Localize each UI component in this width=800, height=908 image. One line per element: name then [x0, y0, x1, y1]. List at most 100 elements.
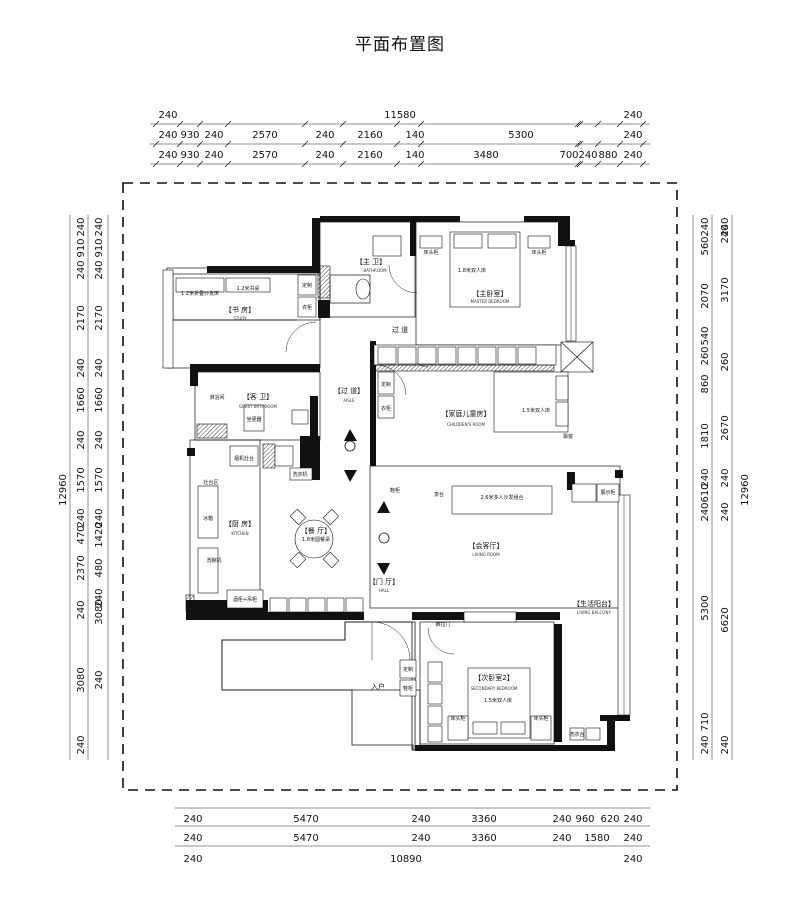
dim-right-inner-8: 610 [700, 483, 711, 502]
label-bedside-master-l: 床头柜 [423, 249, 438, 256]
dim-bottom-row2-3: 3360 [471, 833, 496, 844]
room-guest-bath: 【客 卫】 [243, 392, 273, 401]
corridor-cabinet [497, 346, 517, 365]
corridor-cabinet [437, 346, 457, 365]
dim-top-row1-5: 2160 [357, 130, 382, 141]
dim-left-outer-9: 470 [76, 525, 87, 544]
label-sliding: 推拉门 [435, 621, 450, 628]
dim-right-inner-7: 240 [700, 468, 711, 487]
dim-bottom-corner-right: 240 [623, 854, 642, 865]
dim-bottom-row1-4: 240 [552, 814, 571, 825]
dim-top-row2-3: 2570 [252, 150, 277, 161]
furniture [175, 231, 620, 743]
dim-right-inner-10: 5300 [700, 595, 711, 620]
dim-right-inner-2: 2070 [700, 283, 711, 308]
dim-top-row2-0: 240 [158, 150, 177, 161]
dim-top-row1-8: 240 [623, 130, 642, 141]
dim-left-inner-7: 1570 [94, 467, 105, 492]
dim-bottom-row1-3: 3360 [471, 814, 496, 825]
dim-right-outer-7: 6620 [720, 607, 731, 632]
hall-cabinet [307, 597, 326, 613]
label-sofa: 2.6米多人沙发组合 [481, 494, 524, 501]
room-study: 【书 房】 [225, 305, 255, 314]
dim-left-inner-11: 240 [94, 588, 105, 607]
dim-left-outer-7: 1570 [76, 467, 87, 492]
room-secondary-en: SECONDARY BEDROOM [471, 686, 518, 691]
hall-cabinet [326, 597, 345, 613]
dim-left-outer-5: 1660 [76, 387, 87, 412]
label-tea: 茶台 [434, 491, 444, 498]
dim-left-inner-2: 240 [94, 260, 105, 279]
label-bedside-sec-r: 床头柜 [533, 715, 548, 722]
room-corridor-en: AISLE [343, 398, 355, 403]
dim-bottom-row2-0: 240 [183, 833, 202, 844]
dim-right-inner-1: 560 [700, 236, 711, 255]
label-washer: 洗衣机 [292, 471, 307, 478]
room-study-en: STUDY [233, 316, 247, 321]
dim-left-outer-11: 240 [76, 600, 87, 619]
dim-bottom-row2-5: 1580 [584, 833, 609, 844]
room-kitchen: 【厨 房】 [225, 519, 255, 528]
dim-top-row2-2: 240 [204, 150, 223, 161]
person-icons [344, 440, 390, 544]
label-stove: 灶台区 [203, 479, 218, 486]
dim-bottom-row1-5: 960 [575, 814, 594, 825]
dim-right-outer-2: 3170 [720, 277, 731, 302]
dim-top-corner-left: 240 [158, 110, 177, 121]
dim-top-corner-right: 240 [623, 110, 642, 121]
dining-table [294, 519, 334, 559]
corridor-cabinet [517, 346, 537, 365]
dim-left-outer-12: 3080 [76, 667, 87, 692]
dim-left-total: 12960 [58, 474, 69, 506]
dim-right-outer-0: 240 [720, 217, 731, 236]
dim-bottom-row1-1: 5470 [293, 814, 318, 825]
dim-top-row2-10: 880 [598, 150, 617, 161]
dim-right-inner-9: 240 [700, 502, 711, 521]
corridor-cabinet [457, 346, 477, 365]
dim-top-row1-3: 2570 [252, 130, 277, 141]
dim-right-outer-8: 240 [720, 735, 731, 754]
room-children: 【家庭儿童房】 [442, 409, 491, 418]
room-children-en: CHILDREN'S ROOM [447, 422, 486, 427]
label-shoe: 鞋柜 [390, 487, 400, 494]
dim-right-outer-5: 240 [720, 468, 731, 487]
room-hall-en: HALL [379, 588, 390, 593]
dim-right-inner-6: 1810 [700, 423, 711, 448]
dim-left-outer-0: 240 [76, 217, 87, 236]
dim-bottom-row2-2: 240 [411, 833, 430, 844]
dim-top-row2-11: 240 [623, 150, 642, 161]
dim-top-row1-0: 240 [158, 130, 177, 141]
walls [162, 216, 631, 751]
dim-bottom-row1-2: 240 [411, 814, 430, 825]
dim-bottom-row1-7: 240 [623, 814, 642, 825]
dim-top-row2-6: 140 [405, 150, 424, 161]
label-wardrobe-study-1: 定制 [302, 282, 312, 289]
entry-area [221, 621, 421, 751]
dim-left-inner-6: 240 [94, 430, 105, 449]
label-fridge: 冰箱 [203, 515, 213, 522]
corridor-cabinet [417, 346, 437, 365]
hall-cabinet [288, 597, 307, 613]
room-guest-bath-en: GUEST BATHROOM [239, 404, 278, 409]
label-window: 飘窗 [563, 433, 573, 440]
corridor-cabinet [477, 346, 497, 365]
dim-left-inner-3: 2170 [94, 305, 105, 330]
dim-top-row2-5: 2160 [357, 150, 382, 161]
dim-left-outer-2: 240 [76, 260, 87, 279]
dim-right-total: 12960 [740, 474, 751, 506]
label-sideboard: 展示柜 [600, 489, 615, 496]
room-corridor: 【过 道】 [334, 386, 364, 395]
label-bed-15b: 1.5米双人床 [484, 697, 512, 704]
circulation-arrows [344, 429, 390, 575]
hall-cabinet [269, 597, 288, 613]
room-master: 【主卧室】 [473, 289, 508, 298]
corridor-cabinet [397, 346, 417, 365]
label-bedside-master-r: 床头柜 [531, 249, 546, 256]
dim-top-row1-6: 140 [405, 130, 424, 141]
label-custom-entry-1: 定制 [403, 666, 413, 673]
label-bed-18: 1.8米双人床 [458, 267, 486, 274]
dim-right-inner-5: 860 [700, 374, 711, 393]
hall-cabinet [345, 597, 364, 613]
